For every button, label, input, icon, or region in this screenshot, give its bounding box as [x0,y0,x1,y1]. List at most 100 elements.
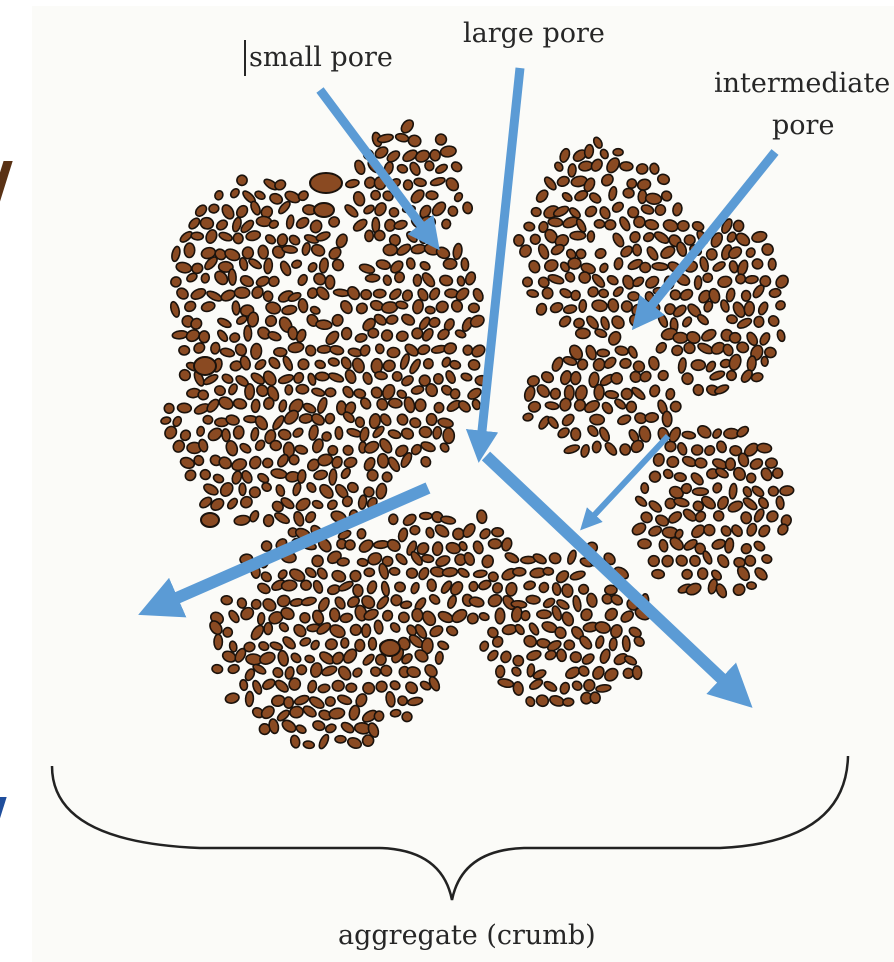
soil-particle [765,458,778,469]
soil-particle [420,513,432,520]
soil-particle [576,328,590,338]
soil-particle [332,680,345,691]
soil-particle-large [194,357,216,375]
soil-particle [184,243,195,258]
soil-particle [426,413,437,425]
soil-particle [365,274,380,283]
soil-particle [373,289,386,298]
soil-particle [425,306,436,314]
soil-particle [632,244,642,256]
soil-particle [337,558,349,567]
soil-particle [652,262,668,270]
soil-particle [652,569,665,579]
soil-particle [244,326,252,342]
soil-particle [367,469,379,482]
soil-particle [389,567,400,576]
soil-particle [426,191,438,200]
soil-particle [228,269,236,285]
soil-particle [316,320,333,330]
soil-particle [429,149,440,161]
soil-particle [368,328,379,338]
soil-particle [461,258,469,271]
soil-particle [725,458,735,470]
soil-particle [364,568,374,576]
soil-particle [413,274,421,286]
soil-particle [325,696,336,707]
soil-particle-large [201,513,219,527]
soil-particle [634,216,646,228]
soil-particle [300,612,311,623]
soil-particle [568,164,577,178]
soil-particle [463,345,473,355]
soil-particle [335,736,346,743]
soil-particle [621,301,632,312]
soil-particle [402,712,412,722]
soil-particle [523,222,535,232]
soil-particle [623,188,635,198]
soil-particle [570,428,580,441]
soil-particle [434,402,444,413]
soil-particle [583,679,595,692]
soil-particle [409,525,420,535]
soil-particle [753,316,764,328]
soil-particle [263,258,272,274]
soil-particle [300,580,312,591]
soil-particle [262,458,273,469]
soil-particle [361,290,371,300]
soil-particle [492,527,504,537]
edge-mark-top: / [0,144,13,242]
intermediate-pore-label-line2: pore [772,110,834,141]
soil-particle [387,347,400,358]
soil-particle [693,488,709,495]
soil-particle [570,231,586,239]
soil-particle [706,249,717,261]
soil-particle [415,399,427,412]
soil-particle [594,220,605,229]
soil-particle [232,301,240,315]
soil-particle [747,582,757,590]
soil-particle [164,403,175,414]
soil-particle [757,443,772,453]
soil-particle [341,638,349,649]
soil-particle [335,427,343,440]
soil-particle [578,584,589,595]
soil-particle [257,612,265,625]
soil-particle [191,232,204,241]
soil-particle [691,360,705,370]
soil-particle [298,358,310,370]
soil-particle [693,384,704,395]
soil-particle [341,327,351,339]
soil-particle [697,568,708,580]
soil-particle [284,697,294,709]
edge-mark-bottom: / [0,780,7,878]
soil-particle [368,638,376,650]
soil-particle [383,244,398,256]
soil-particle [620,161,634,171]
soil-particle [641,483,649,494]
soil-particle [594,385,604,400]
soil-particle [526,595,540,605]
soil-particle [548,217,563,227]
soil-particle [469,582,478,592]
soil-particle [296,384,309,394]
soil-particle [357,558,368,567]
soil-particle [570,651,582,662]
soil-particle [179,346,190,356]
soil-particle [733,220,744,232]
soil-particle [317,345,331,354]
soil-particle [389,514,398,524]
soil-particle [469,303,480,312]
soil-particle [357,529,366,539]
soil-particle [264,622,273,634]
soil-particle [263,514,274,527]
soil-particle-large [380,640,400,656]
small-pore-label: small pore [249,42,393,73]
soil-particle [249,487,260,498]
soil-particle [730,333,741,343]
soil-particle [365,230,374,242]
soil-particle-large [314,203,334,217]
soil-particle [403,180,412,190]
soil-particle [389,207,399,217]
soil-particle [638,539,652,549]
